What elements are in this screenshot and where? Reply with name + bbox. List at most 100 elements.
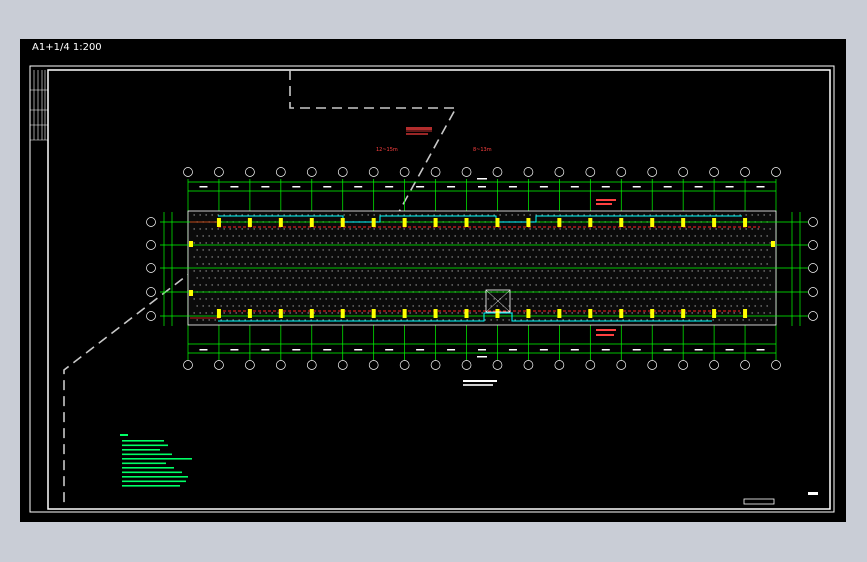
hatch-dot xyxy=(409,256,411,258)
hatch-dot xyxy=(319,312,321,314)
hatch-dot xyxy=(355,256,357,258)
hatch-dot xyxy=(334,277,336,279)
hatch-dot xyxy=(274,263,276,265)
hatch-dot xyxy=(403,256,405,258)
dimension-text-mark xyxy=(230,186,239,188)
hatch-dot xyxy=(763,228,765,230)
hatch-dot xyxy=(697,312,699,314)
hatch-dot xyxy=(568,277,570,279)
dimension-text-mark xyxy=(725,186,734,188)
column-icon xyxy=(712,218,717,227)
hatch-dot xyxy=(400,319,402,321)
hatch-dot xyxy=(400,249,402,251)
hatch-dot xyxy=(514,277,516,279)
hatch-dot xyxy=(445,298,447,300)
hatch-dot xyxy=(463,214,465,216)
hatch-dot xyxy=(655,284,657,286)
hatch-dot xyxy=(229,298,231,300)
hatch-dot xyxy=(574,277,576,279)
hatch-dot xyxy=(379,228,381,230)
hatch-dot xyxy=(394,249,396,251)
hatch-dot xyxy=(595,298,597,300)
hatch-dot xyxy=(361,298,363,300)
hatch-dot xyxy=(685,214,687,216)
hatch-dot xyxy=(505,214,507,216)
hatch-dot xyxy=(520,263,522,265)
hatch-dot xyxy=(334,319,336,321)
hatch-dot xyxy=(763,312,765,314)
hatch-dot xyxy=(370,235,372,237)
hatch-dot xyxy=(676,319,678,321)
hatch-dot xyxy=(529,214,531,216)
dimension-text-mark xyxy=(323,349,332,351)
hatch-dot xyxy=(232,235,234,237)
hatch-dot xyxy=(352,249,354,251)
hatch-dot xyxy=(400,277,402,279)
hatch-dot xyxy=(538,319,540,321)
hatch-dot xyxy=(289,214,291,216)
hatch-dot xyxy=(205,242,207,244)
hatch-dot xyxy=(688,277,690,279)
sheet-scale-label: A1+1/4 1:200 xyxy=(32,42,102,53)
hatch-dot xyxy=(412,263,414,265)
annotation-right: 8~13m xyxy=(473,147,492,153)
hatch-dot xyxy=(298,249,300,251)
hatch-dot xyxy=(586,319,588,321)
hatch-dot xyxy=(427,256,429,258)
hatch-dot xyxy=(685,228,687,230)
hatch-dot xyxy=(391,214,393,216)
hatch-dot xyxy=(346,235,348,237)
hatch-dot xyxy=(472,277,474,279)
hatch-dot xyxy=(463,298,465,300)
column-icon xyxy=(216,309,221,318)
hatch-dot xyxy=(481,312,483,314)
hatch-dot xyxy=(724,249,726,251)
hatch-dot xyxy=(325,242,327,244)
hatch-dot xyxy=(439,256,441,258)
hatch-dot xyxy=(418,305,420,307)
hatch-dot xyxy=(298,235,300,237)
hatch-dot xyxy=(637,312,639,314)
column-icon xyxy=(681,309,686,318)
hatch-dot xyxy=(433,256,435,258)
hatch-dot xyxy=(697,214,699,216)
annotation-left: 12~15m xyxy=(376,147,398,153)
hatch-dot xyxy=(424,277,426,279)
hatch-dot xyxy=(196,305,198,307)
hatch-dot xyxy=(553,298,555,300)
hatch-dot xyxy=(466,235,468,237)
hatch-dot xyxy=(358,305,360,307)
hatch-dot xyxy=(697,298,699,300)
hatch-dot xyxy=(691,298,693,300)
hatch-dot xyxy=(397,298,399,300)
hatch-dot xyxy=(745,214,747,216)
hatch-dot xyxy=(679,214,681,216)
hatch-dot xyxy=(691,270,693,272)
hatch-dot xyxy=(601,214,603,216)
hatch-dot xyxy=(364,249,366,251)
hatch-dot xyxy=(445,242,447,244)
hatch-dot xyxy=(625,270,627,272)
hatch-dot xyxy=(769,270,771,272)
dimension-text-mark xyxy=(447,186,456,188)
hatch-dot xyxy=(667,256,669,258)
hatch-dot xyxy=(268,263,270,265)
dimension-text-mark xyxy=(663,186,672,188)
hatch-dot xyxy=(268,319,270,321)
column-icon xyxy=(309,218,314,227)
hatch-dot xyxy=(598,249,600,251)
hatch-dot xyxy=(334,263,336,265)
hatch-dot xyxy=(724,263,726,265)
hatch-dot xyxy=(334,305,336,307)
hatch-dot xyxy=(469,242,471,244)
hatch-dot xyxy=(730,305,732,307)
hatch-dot xyxy=(214,319,216,321)
hatch-dot xyxy=(718,277,720,279)
hatch-dot xyxy=(490,249,492,251)
hatch-dot xyxy=(535,242,537,244)
hatch-dot xyxy=(670,235,672,237)
hatch-dot xyxy=(613,312,615,314)
hatch-dot xyxy=(385,242,387,244)
hatch-dot xyxy=(637,214,639,216)
